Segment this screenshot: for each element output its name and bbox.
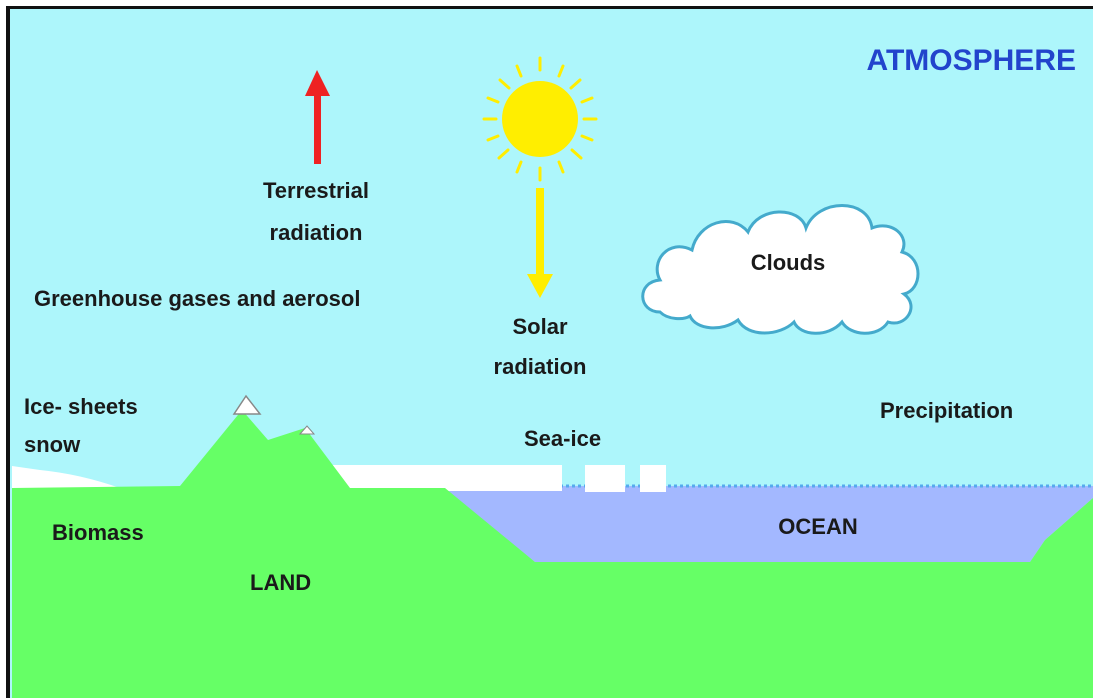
biomass-label: Biomass: [52, 520, 144, 545]
atmosphere-label: ATMOSPHERE: [867, 44, 1076, 77]
terrestrial-radiation-label-line1: Terrestrial: [263, 178, 369, 203]
terrestrial-radiation-label-line2: radiation: [270, 220, 363, 245]
left-border: [6, 8, 10, 698]
land-label: LAND: [250, 570, 311, 595]
ocean-body: [440, 486, 1093, 562]
top-border: [6, 6, 1093, 9]
ocean-label: OCEAN: [778, 514, 857, 539]
clouds-label: Clouds: [751, 250, 826, 275]
ice-sheets-label-line2: snow: [24, 432, 81, 457]
greenhouse-gases-label: Greenhouse gases and aerosol: [34, 286, 360, 311]
ice-sheets-label-line1: Ice- sheets: [24, 394, 138, 419]
solar-radiation-label-line2: radiation: [494, 354, 587, 379]
precipitation-label: Precipitation: [880, 398, 1013, 423]
solar-radiation-label-line1: Solar: [512, 314, 567, 339]
sea-ice-label: Sea-ice: [524, 426, 601, 451]
sea-ice-floe-2: [640, 465, 666, 492]
sea-ice-floe-1: [585, 465, 625, 492]
